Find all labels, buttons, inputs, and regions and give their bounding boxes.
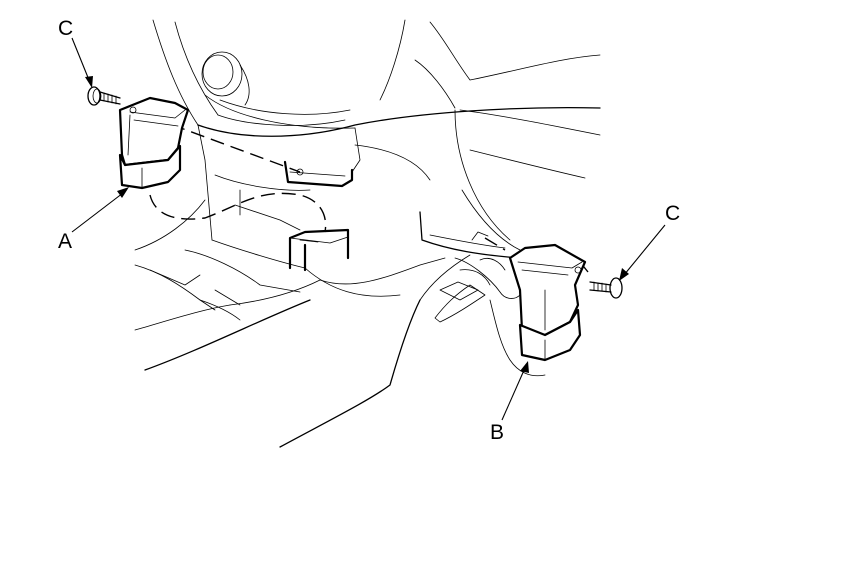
leader-c-left [71, 37, 93, 88]
clip-c-right [589, 277, 623, 299]
leader-c-right [619, 224, 666, 281]
callout-c-right: C [665, 202, 680, 225]
installation-guide-lines [131, 109, 589, 273]
duct-mount-bracket-lower [288, 228, 350, 272]
clip-c-left [87, 86, 121, 106]
callout-c-left: C [58, 17, 73, 40]
console-background [134, 19, 601, 448]
leader-b [501, 361, 529, 421]
duct-mount-bracket-upper [283, 160, 354, 188]
rear-heater-duct-b [508, 243, 587, 362]
callout-b: B [490, 421, 504, 444]
leader-a [71, 187, 129, 233]
rear-heater-duct-a [118, 96, 190, 190]
callout-a: A [58, 230, 72, 253]
